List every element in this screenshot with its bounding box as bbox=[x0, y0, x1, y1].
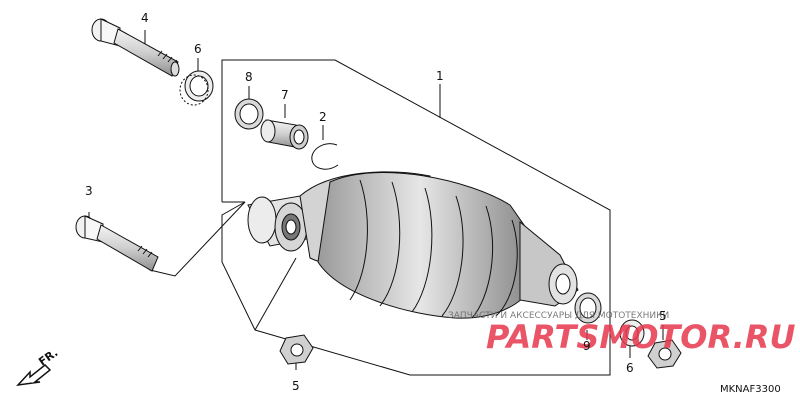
leader-box bbox=[254, 257, 297, 331]
watermark-tagline: ЗАПЧАСТИ И АКСЕССУАРЫ ДЛЯ МОТОТЕХНИКИ bbox=[448, 311, 669, 321]
watermark: PARTSMOTOR.RU ЗАПЧАСТИ И АКСЕССУАРЫ ДЛЯ … bbox=[448, 311, 795, 356]
nut-lower-eye bbox=[647, 339, 682, 369]
front-arrow-icon bbox=[16, 363, 52, 387]
callout-5-lower: 5 bbox=[659, 309, 667, 323]
watermark-brand: PARTSMOTOR.RU bbox=[486, 318, 795, 356]
callout-3: 3 bbox=[85, 184, 93, 198]
lower-collar bbox=[619, 319, 645, 347]
callout-5-upper: 5 bbox=[292, 379, 300, 393]
diagram-code: MKNAF3300 bbox=[720, 384, 781, 395]
front-direction-indicator: FR. bbox=[16, 346, 60, 387]
callouts: 1 2 3 4 5 5 6 6 7 8 9 bbox=[85, 11, 667, 393]
nut-upper-eye bbox=[279, 334, 314, 365]
assembly-outline bbox=[221, 59, 611, 376]
upper-collar bbox=[179, 70, 214, 106]
callout-6-lower: 6 bbox=[626, 361, 634, 375]
spherical-bushing bbox=[260, 119, 309, 150]
upper-bolt bbox=[91, 18, 180, 77]
rear-shock-absorber bbox=[247, 171, 579, 319]
callout-9: 9 bbox=[583, 339, 591, 353]
lower-bolt bbox=[75, 215, 159, 272]
front-direction-label: FR. bbox=[36, 346, 60, 368]
callout-4: 4 bbox=[141, 11, 149, 25]
callout-8: 8 bbox=[245, 70, 253, 84]
callout-1: 1 bbox=[436, 69, 444, 83]
callout-7: 7 bbox=[281, 88, 289, 102]
lower-seal bbox=[574, 292, 602, 324]
callout-6-upper: 6 bbox=[194, 42, 202, 56]
circlip bbox=[311, 143, 339, 170]
upper-seal bbox=[234, 98, 264, 130]
callout-2: 2 bbox=[319, 110, 327, 124]
